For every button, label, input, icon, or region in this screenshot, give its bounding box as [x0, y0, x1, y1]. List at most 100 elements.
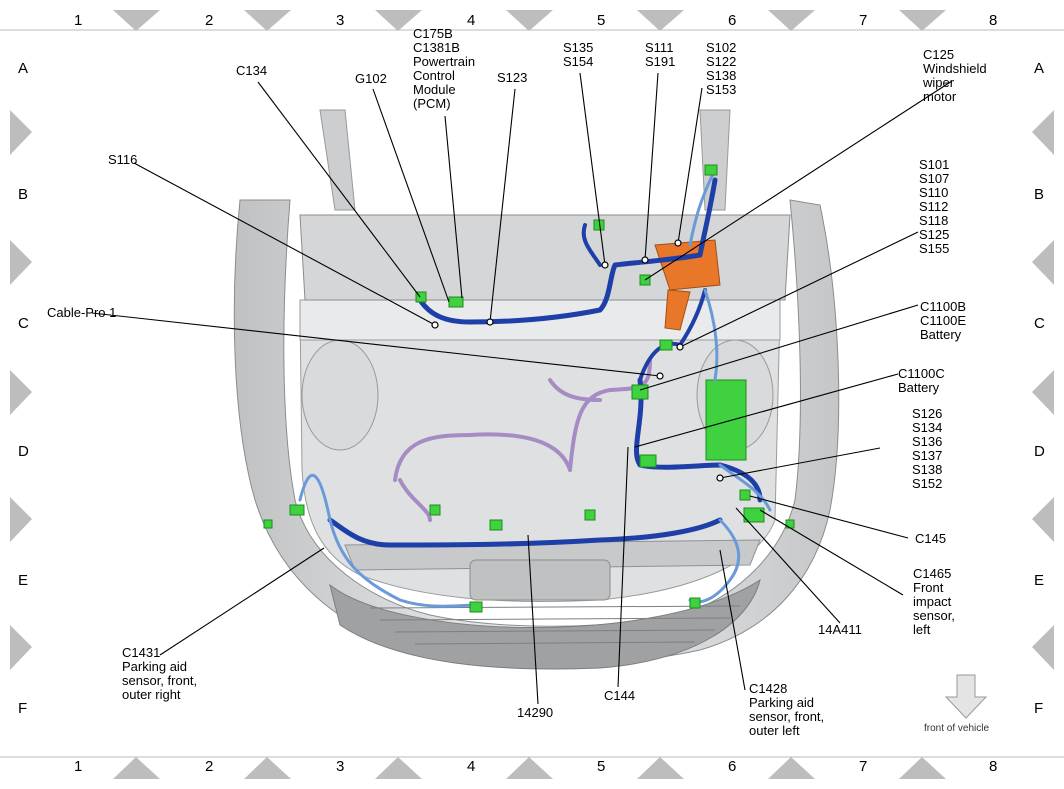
callout-cable-pro-line: Cable-Pro 1 — [47, 305, 117, 320]
grid-row-b-right: B — [1034, 186, 1045, 203]
callout-s123-line: S123 — [497, 70, 528, 85]
callout-c144-line: C144 — [604, 688, 636, 703]
grid-row-c-right: C — [1034, 315, 1045, 332]
callout-c1100b: C1100B C1100E Battery — [920, 300, 966, 342]
callout-c1100c-line-1: C1100C — [898, 366, 945, 381]
grid-border — [0, 29, 1064, 758]
grid-row-a-right: A — [1034, 60, 1045, 77]
callout-c1100c: C1100C Battery — [898, 367, 945, 395]
callout-s101: S101 S107 S110 S112 S118 S125 S155 — [919, 158, 949, 256]
callout-pcm-line-1: C175B — [413, 26, 453, 41]
grid-row-a-left: A — [18, 60, 29, 77]
callout-s126-line-5: S138 — [912, 462, 943, 477]
callout-c1431-line-4: outer right — [122, 687, 181, 702]
grid-column-3-top: 3 — [336, 12, 345, 29]
callout-c1100c-line-2: Battery — [898, 380, 940, 395]
callout-g102: G102 — [355, 72, 387, 86]
callout-s101-line-6: S125 — [919, 227, 950, 242]
callout-14a411-line: 14A411 — [818, 622, 862, 637]
callout-14290-line: 14290 — [517, 705, 554, 720]
callout-s135-line-2: S154 — [563, 54, 594, 69]
callout-s101-line-7: S155 — [919, 241, 950, 256]
callout-c1428-line-4: outer left — [749, 723, 800, 738]
callout-c1428-line-2: Parking aid — [749, 695, 815, 710]
grid-column-6-bottom: 6 — [728, 758, 737, 775]
callout-s102: S102 S122 S138 S153 — [706, 41, 736, 97]
battery-block — [705, 379, 747, 461]
callout-c1465-line-2: Front — [913, 580, 944, 595]
callout-s111-line-1: S111 — [645, 40, 674, 55]
callout-c1465-line-4: sensor, — [913, 608, 955, 623]
callout-pcm-line-2: C1381B — [413, 40, 460, 55]
grid-column-4-top: 4 — [467, 12, 476, 29]
callout-c145-line: C145 — [915, 531, 947, 546]
callout-c134: C134 — [236, 64, 267, 78]
callout-s102-line-4: S153 — [706, 82, 737, 97]
callout-s102-line-3: S138 — [706, 68, 737, 83]
grid-row-d-left: D — [18, 443, 29, 460]
callout-s101-line-3: S110 — [919, 185, 949, 200]
callout-s126: S126 S134 S136 S137 S138 S152 — [912, 407, 942, 491]
callout-pcm-line-4: Control — [413, 68, 455, 83]
callout-c1431: C1431 Parking aid sensor, front, outer r… — [122, 646, 197, 702]
callout-c1100b-line-3: Battery — [920, 327, 962, 342]
grid-row-e-right: E — [1034, 572, 1045, 589]
callout-s111-line-2: S191 — [645, 54, 676, 69]
grid-column-8-bottom: 8 — [989, 758, 998, 775]
callout-c1428: C1428 Parking aid sensor, front, outer l… — [749, 682, 824, 738]
callout-s126-line-2: S134 — [912, 420, 943, 435]
callout-c125-line-3: wiper — [923, 75, 955, 90]
callout-c145: C145 — [915, 532, 946, 546]
callout-c1100b-line-1: C1100B — [920, 299, 967, 314]
callout-s126-line-3: S136 — [912, 434, 943, 449]
callout-s101-line-2: S107 — [919, 171, 950, 186]
grid-column-8-top: 8 — [989, 12, 998, 29]
callout-c1431-line-1: C1431 — [122, 645, 161, 660]
callout-c1428-line-1: C1428 — [749, 681, 788, 696]
callout-s126-line-1: S126 — [912, 406, 943, 421]
grid-marker-triangles — [10, 10, 1054, 779]
orange-component — [654, 239, 721, 291]
callout-pcm-line-5: Module — [413, 82, 456, 97]
callout-s101-line-4: S112 — [919, 199, 949, 214]
grid-row-d-right: D — [1034, 443, 1045, 460]
callout-s126-line-6: S152 — [912, 476, 943, 491]
grid-column-5-top: 5 — [597, 12, 606, 29]
leader-hooks — [431, 239, 724, 482]
grid-column-5-bottom: 5 — [597, 758, 606, 775]
callout-c1465-line-5: left — [913, 622, 931, 637]
callout-s135: S135 S154 — [563, 41, 593, 69]
grid-row-e-left: E — [18, 572, 29, 589]
callout-c144: C144 — [604, 689, 635, 703]
callout-s102-line-2: S122 — [706, 54, 737, 69]
callout-c1465-line-1: C1465 — [913, 566, 952, 581]
callout-leaders — [91, 72, 953, 705]
callout-pcm-line-3: Powertrain — [413, 54, 476, 69]
grid-row-f-right: F — [1034, 700, 1044, 717]
grid-row-f-left: F — [18, 700, 28, 717]
orange-cable — [664, 289, 691, 331]
grid-column-1-bottom: 1 — [74, 758, 83, 775]
front-of-vehicle-label: front of vehicle — [924, 723, 990, 734]
callout-14290: 14290 — [517, 706, 553, 720]
callout-s135-line-1: S135 — [563, 40, 594, 55]
grid-row-c-left: C — [18, 315, 29, 332]
callout-cable-pro: Cable-Pro 1 — [47, 306, 116, 320]
callout-s126-line-4: S137 — [912, 448, 943, 463]
grid-row-b-left: B — [18, 186, 29, 203]
callout-c125-line-1: C125 — [923, 47, 955, 62]
callout-s101-line-1: S101 — [919, 157, 950, 172]
callout-c1431-line-2: Parking aid — [122, 659, 188, 674]
callout-s111: S111 S191 — [645, 41, 675, 69]
grid-column-6-top: 6 — [728, 12, 737, 29]
callout-14a411: 14A411 — [818, 623, 862, 637]
wiring-harness — [298, 168, 772, 608]
grid-column-7-top: 7 — [859, 12, 868, 29]
callout-s116: S116 — [108, 153, 137, 167]
callout-c125-line-2: Windshield — [923, 61, 987, 76]
grid-column-2-top: 2 — [205, 12, 214, 29]
callout-c125-line-4: motor — [923, 89, 957, 104]
grid-column-3-bottom: 3 — [336, 758, 345, 775]
